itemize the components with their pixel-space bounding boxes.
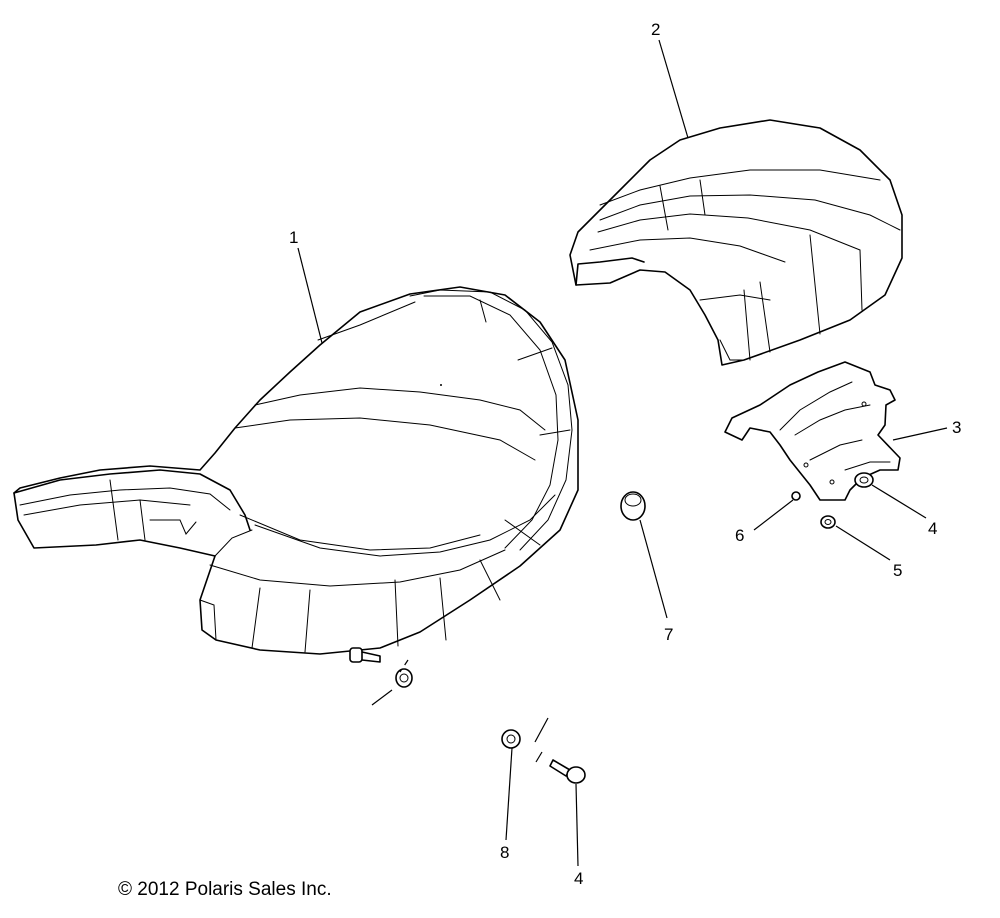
part-7-grommet: [620, 491, 646, 521]
part-4-nut-upper: [854, 472, 874, 488]
callout-4-upper: 4: [928, 519, 937, 538]
callout-2: 2: [651, 20, 660, 39]
part-8-nut: [501, 729, 521, 749]
part-2-passenger-seat: [569, 119, 903, 366]
part-6-pin: [791, 491, 801, 501]
callout-8: 8: [500, 843, 509, 862]
callout-5: 5: [893, 561, 902, 580]
bolt-seat-front: [349, 647, 413, 706]
callout-6: 6: [735, 526, 744, 545]
part-3-bracket: [724, 361, 901, 501]
callout-1: 1: [289, 228, 298, 247]
part-4-bolt-lower: [534, 717, 586, 784]
callout-4-lower: 4: [574, 869, 583, 888]
copyright-text: © 2012 Polaris Sales Inc.: [118, 879, 332, 900]
leader-lines: [297, 39, 948, 867]
callout-7: 7: [664, 625, 673, 644]
part-5-nut: [820, 515, 836, 529]
part-1-driver-seat: [13, 286, 579, 655]
callout-3: 3: [952, 418, 961, 437]
